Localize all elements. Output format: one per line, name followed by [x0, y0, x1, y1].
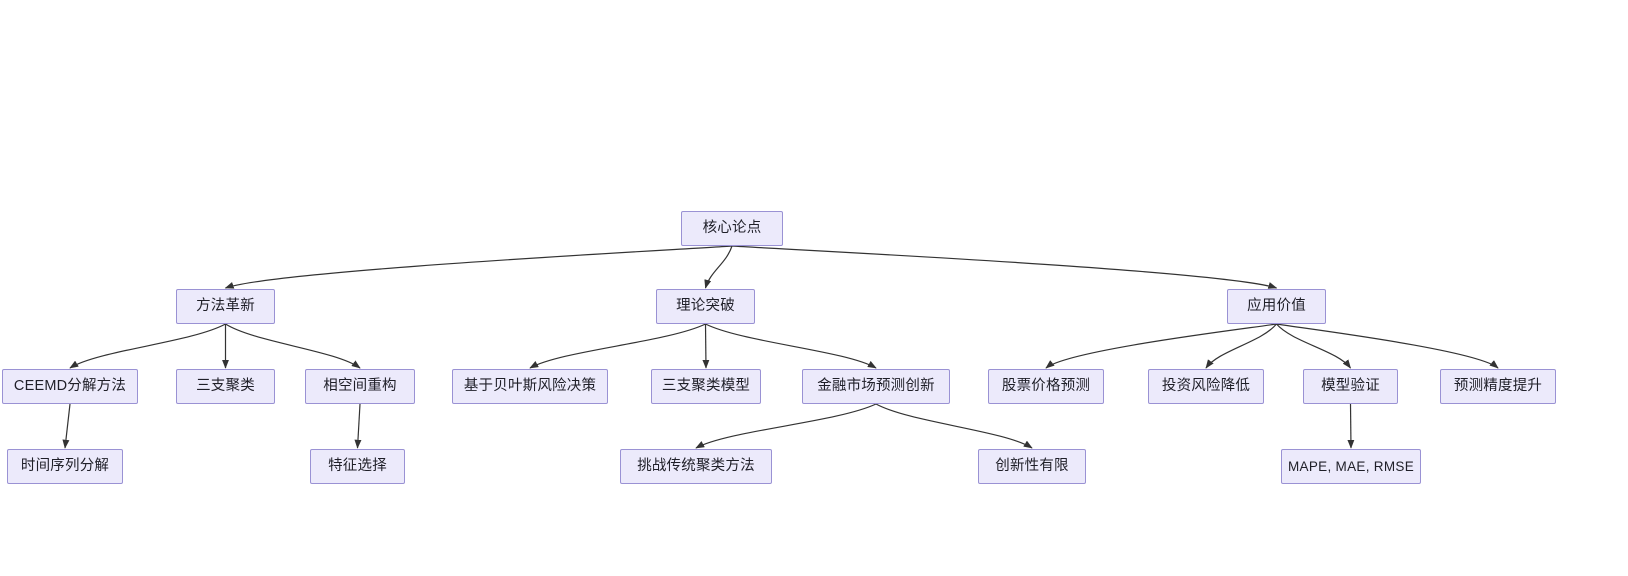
flowchart-node-accuracy[interactable]: 预测精度提升: [1440, 369, 1556, 404]
node-label: 挑战传统聚类方法: [637, 458, 755, 475]
node-label: 方法革新: [196, 298, 255, 315]
flowchart-node-twmodel[interactable]: 三支聚类模型: [651, 369, 761, 404]
flowchart-node-theory[interactable]: 理论突破: [656, 289, 755, 324]
flowchart-node-metrics[interactable]: MAPE, MAE, RMSE: [1281, 449, 1421, 484]
node-label: 模型验证: [1321, 378, 1380, 395]
flowchart-node-tsdecomp[interactable]: 时间序列分解: [7, 449, 123, 484]
node-label: 特征选择: [328, 458, 387, 475]
node-label: 预测精度提升: [1453, 378, 1543, 395]
node-label: CEEMD分解方法: [13, 378, 127, 395]
flowchart-node-validate[interactable]: 模型验证: [1303, 369, 1398, 404]
node-label: 三支聚类模型: [661, 378, 751, 395]
flowchart-node-phase[interactable]: 相空间重构: [305, 369, 415, 404]
flowchart-node-risk[interactable]: 投资风险降低: [1148, 369, 1264, 404]
node-label: 理论突破: [676, 298, 735, 315]
node-label: 基于贝叶斯风险决策: [463, 378, 597, 395]
flowchart-node-application[interactable]: 应用价值: [1227, 289, 1326, 324]
node-label: 相空间重构: [323, 378, 397, 395]
flowchart-node-threeway[interactable]: 三支聚类: [176, 369, 275, 404]
flowchart-node-method[interactable]: 方法革新: [176, 289, 275, 324]
flowchart-node-bayes[interactable]: 基于贝叶斯风险决策: [452, 369, 608, 404]
flowchart-node-limited[interactable]: 创新性有限: [978, 449, 1086, 484]
flowchart-node-root[interactable]: 核心论点: [681, 211, 783, 246]
flowchart-node-ceemd[interactable]: CEEMD分解方法: [2, 369, 138, 404]
node-label: 核心论点: [702, 220, 762, 237]
node-label: 时间序列分解: [20, 458, 110, 475]
node-label: 股票价格预测: [1001, 378, 1091, 395]
flowchart-node-finance[interactable]: 金融市场预测创新: [802, 369, 950, 404]
node-label: 三支聚类: [196, 378, 255, 395]
node-label: 投资风险降低: [1161, 378, 1251, 395]
node-label: 金融市场预测创新: [817, 378, 935, 395]
flowchart-node-challenge[interactable]: 挑战传统聚类方法: [620, 449, 772, 484]
node-label: 创新性有限: [995, 458, 1069, 475]
node-label: MAPE, MAE, RMSE: [1287, 458, 1415, 474]
flowchart-node-stock[interactable]: 股票价格预测: [988, 369, 1104, 404]
flowchart-node-feature[interactable]: 特征选择: [310, 449, 405, 484]
node-label: 应用价值: [1247, 298, 1306, 315]
